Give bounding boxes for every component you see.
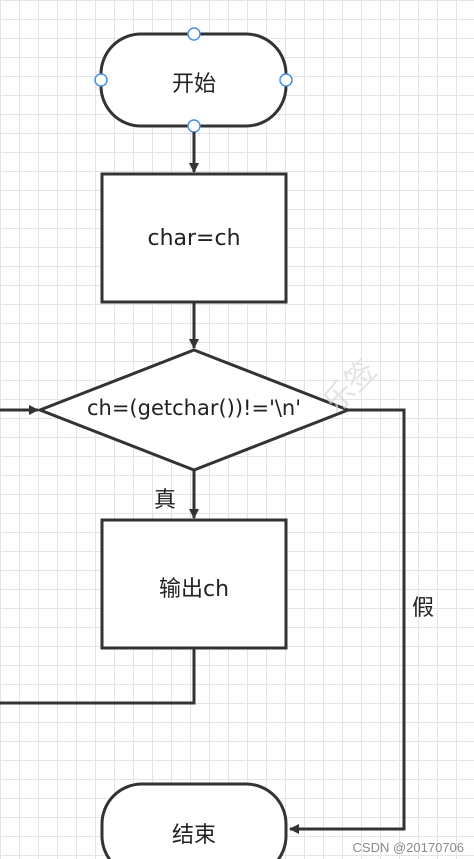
output-node[interactable] bbox=[100, 518, 288, 650]
output-label: 输出ch bbox=[158, 577, 230, 602]
handle-top[interactable] bbox=[187, 27, 201, 41]
start-label: 开始 bbox=[171, 72, 216, 97]
assign-label: char=ch bbox=[147, 226, 241, 251]
edge-output-loop bbox=[0, 648, 196, 705]
true-branch-label: 真 bbox=[154, 488, 177, 513]
end-label: 结束 bbox=[171, 823, 216, 848]
assign-node[interactable] bbox=[100, 172, 288, 304]
edge-cond-end bbox=[289, 408, 406, 834]
handle-left[interactable] bbox=[94, 73, 108, 87]
end-node[interactable] bbox=[100, 782, 288, 859]
handle-bottom[interactable] bbox=[187, 119, 201, 133]
handle-right[interactable] bbox=[279, 73, 293, 87]
false-branch-label: 假 bbox=[412, 596, 435, 621]
condition-label: ch=(getchar())!='\n' bbox=[86, 396, 301, 420]
credit-text: CSDN @20170706 bbox=[352, 840, 464, 855]
